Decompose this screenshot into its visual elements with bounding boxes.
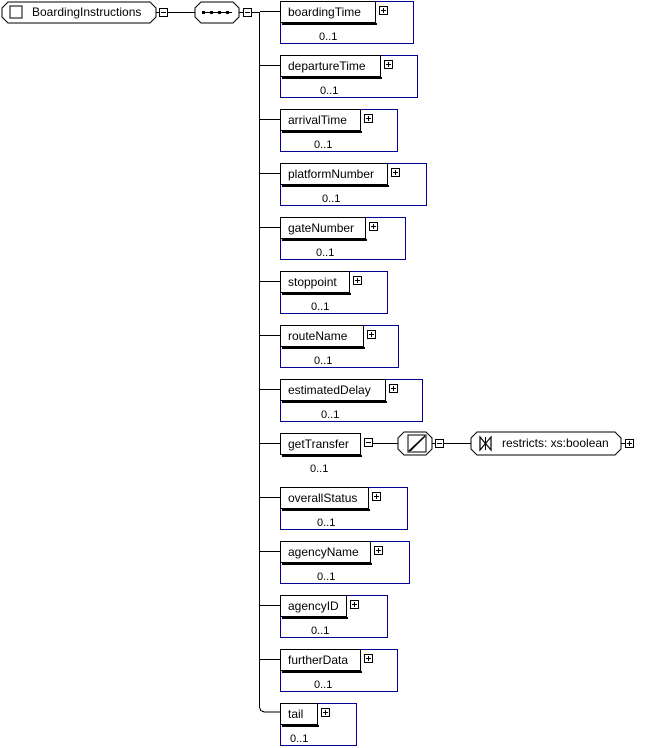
occurrence-label: 0..1: [314, 139, 332, 151]
element-name-box: [280, 649, 361, 671]
restriction-icon: [479, 435, 492, 452]
element-label: estimatedDelay: [288, 383, 371, 397]
simple-type-icon: [397, 431, 433, 456]
element-name-box: [280, 541, 371, 563]
child-element[interactable]: agencyName 0..1: [260, 541, 410, 584]
child-element[interactable]: stoppoint 0..1: [260, 271, 388, 314]
gettransfer-type-chain: restricts: xs:boolean: [373, 431, 634, 456]
element-label: boardingTime: [288, 5, 361, 19]
child-element[interactable]: getTransfer 0..1: [260, 433, 373, 476]
simple-type-collapse-toggle[interactable]: [435, 439, 444, 448]
element-name-box: [280, 109, 361, 131]
element-label: agencyID: [288, 599, 339, 613]
restriction-expand-toggle[interactable]: [625, 439, 634, 448]
occurrence-label: 0..1: [321, 409, 339, 421]
element-label: stoppoint: [288, 275, 337, 289]
expand-toggle[interactable]: [369, 222, 378, 231]
expand-toggle[interactable]: [350, 600, 359, 609]
restriction-node[interactable]: restricts: xs:boolean: [470, 431, 622, 456]
occurrence-label: 0..1: [317, 517, 335, 529]
root-collapse-toggle[interactable]: [159, 8, 168, 17]
element-label: getTransfer: [288, 437, 349, 451]
occurrence-label: 0..1: [317, 571, 335, 583]
element-name-box: [280, 433, 361, 455]
child-element[interactable]: furtherData 0..1: [260, 649, 398, 692]
element-label: furtherData: [288, 653, 348, 667]
child-element[interactable]: routeName 0..1: [260, 325, 399, 368]
element-name-box: [280, 55, 381, 77]
element-name-box: [280, 217, 366, 239]
element-name-box: [280, 271, 350, 293]
element-name-box: [280, 487, 369, 509]
element-label: agencyName: [288, 545, 359, 559]
expand-toggle[interactable]: [384, 60, 393, 69]
occurrence-label: 0..1: [320, 85, 338, 97]
occurrence-label: 0..1: [322, 193, 340, 205]
element-name-box: [280, 163, 388, 185]
expand-toggle[interactable]: [321, 708, 330, 717]
child-element[interactable]: departureTime 0..1: [260, 55, 418, 98]
child-element[interactable]: agencyID 0..1: [260, 595, 388, 638]
child-elements: boardingTime 0..1 departureTime 0..1: [260, 1, 427, 746]
root-label: BoardingInstructions: [32, 5, 141, 19]
root-element[interactable]: BoardingInstructions: [1, 1, 157, 24]
element-label: tail: [288, 707, 303, 721]
expand-toggle[interactable]: [364, 654, 373, 663]
expand-toggle[interactable]: [364, 438, 373, 447]
expand-toggle[interactable]: [353, 276, 362, 285]
element-name-box: [280, 595, 347, 617]
connector: [259, 705, 280, 713]
element-label: departureTime: [288, 59, 366, 73]
expand-toggle[interactable]: [374, 546, 383, 555]
occurrence-label: 0..1: [316, 247, 334, 259]
element-label: gateNumber: [288, 221, 354, 235]
child-element[interactable]: estimatedDelay 0..1: [260, 379, 423, 422]
occurrence-label: 0..1: [311, 301, 329, 313]
child-element[interactable]: tail 0..1: [280, 703, 357, 746]
child-element[interactable]: overallStatus 0..1: [260, 487, 408, 530]
occurrence-label: 0..1: [319, 31, 337, 43]
occurrence-label: 0..1: [310, 463, 328, 475]
expand-toggle[interactable]: [389, 384, 398, 393]
restriction-label: restricts: xs:boolean: [502, 436, 609, 450]
child-element[interactable]: platformNumber 0..1: [260, 163, 427, 206]
element-label: overallStatus: [288, 491, 357, 505]
sequence-compositor-icon: [194, 1, 240, 24]
element-type-icon: [9, 5, 23, 19]
element-name-box: [280, 703, 318, 725]
expand-toggle[interactable]: [379, 6, 388, 15]
occurrence-label: 0..1: [314, 355, 332, 367]
occurrence-label: 0..1: [290, 733, 308, 745]
expand-toggle[interactable]: [391, 168, 400, 177]
element-name-box: [280, 325, 364, 347]
expand-toggle[interactable]: [372, 492, 381, 501]
element-label: routeName: [288, 329, 348, 343]
sequence-collapse-toggle[interactable]: [243, 8, 252, 17]
element-name-box: [280, 379, 386, 401]
occurrence-label: 0..1: [314, 679, 332, 691]
child-element[interactable]: gateNumber 0..1: [260, 217, 406, 260]
expand-toggle[interactable]: [367, 330, 376, 339]
child-element[interactable]: boardingTime 0..1: [260, 1, 414, 44]
element-label: platformNumber: [288, 167, 374, 181]
element-name-box: [280, 1, 376, 23]
expand-toggle[interactable]: [364, 114, 373, 123]
occurrence-label: 0..1: [311, 625, 329, 637]
child-element[interactable]: arrivalTime 0..1: [260, 109, 398, 152]
element-label: arrivalTime: [288, 113, 347, 127]
